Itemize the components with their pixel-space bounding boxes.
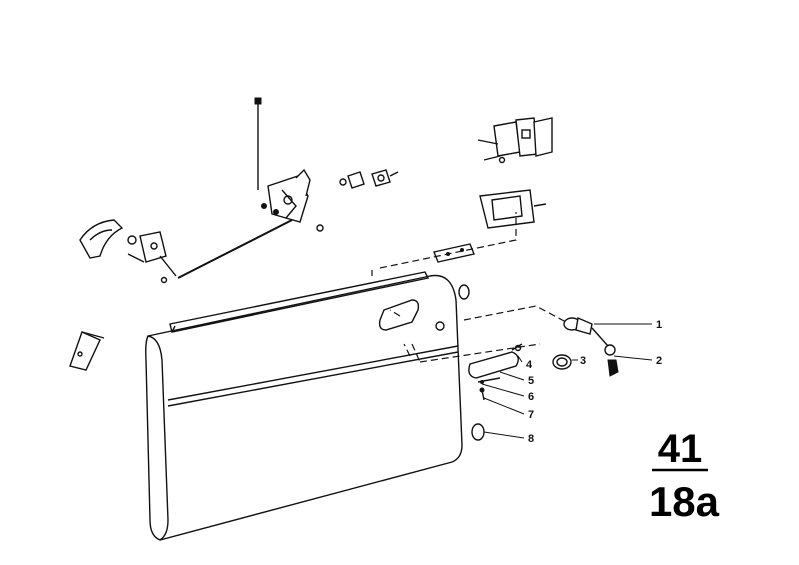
handle-gasket [477, 377, 501, 384]
hinge-assembly [433, 117, 553, 300]
latch-mechanism [177, 97, 399, 279]
lock-ring [552, 354, 572, 370]
lock-cylinder [563, 317, 619, 377]
door-shell [145, 271, 485, 541]
screw [479, 387, 485, 401]
callout-label: 1 [656, 319, 662, 331]
bracket [69, 331, 105, 371]
callout-label: 4 [526, 359, 533, 371]
callout-label: 5 [528, 375, 534, 387]
callout-label: 6 [528, 391, 534, 403]
callout-label: 2 [656, 355, 662, 367]
callout-labels: 1 2 3 4 5 6 7 8 [526, 319, 662, 445]
outer-handle [468, 343, 523, 379]
callout-label: 8 [528, 433, 534, 445]
inner-handle-assembly [79, 219, 177, 284]
callout-label: 3 [580, 355, 586, 367]
group-code-bottom: 18a [649, 478, 720, 525]
callout-label: 7 [528, 409, 534, 421]
group-code: 41 18a [649, 427, 720, 525]
group-code-top: 41 [658, 427, 703, 471]
callout-leaders [481, 323, 653, 439]
